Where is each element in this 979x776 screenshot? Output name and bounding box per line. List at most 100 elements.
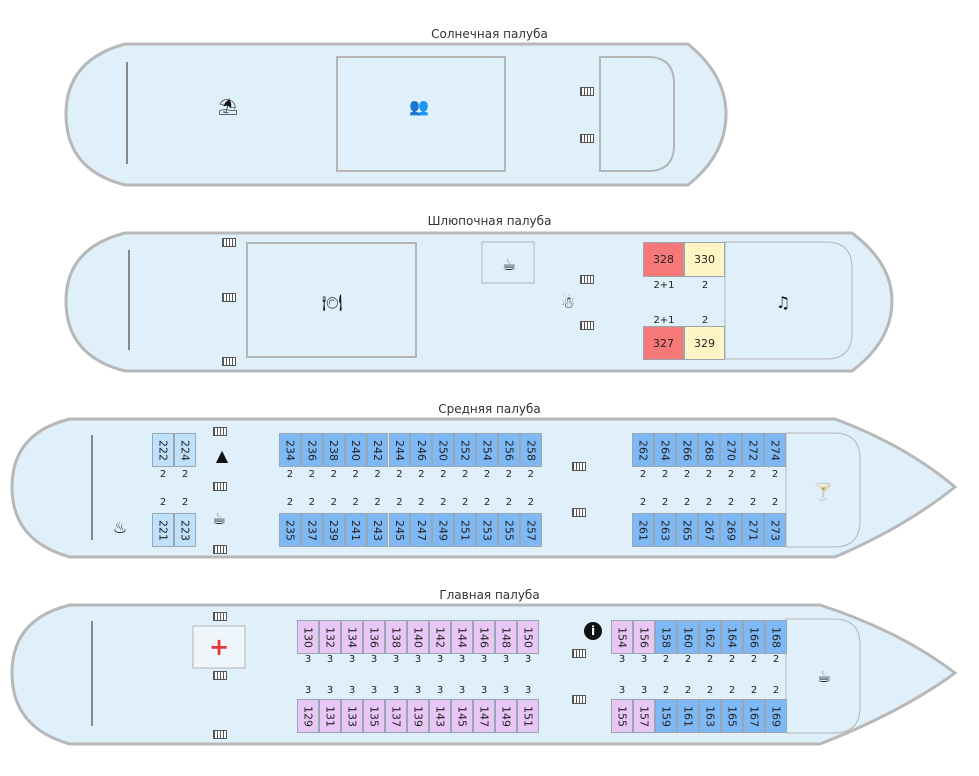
cabin-130[interactable]: 130 bbox=[297, 620, 319, 654]
cabin-capacity: 2 bbox=[159, 497, 167, 508]
cabin-capacity: 2 bbox=[308, 469, 316, 480]
cabin-246[interactable]: 246 bbox=[410, 433, 433, 467]
cabin-144[interactable]: 144 bbox=[451, 620, 473, 654]
cabin-169[interactable]: 169 bbox=[765, 699, 787, 733]
cabin-148[interactable]: 148 bbox=[495, 620, 517, 654]
cabin-252[interactable]: 252 bbox=[454, 433, 477, 467]
cabin-number: 239 bbox=[327, 519, 341, 541]
cabin-149[interactable]: 149 bbox=[495, 699, 517, 733]
cabin-223[interactable]: 223 bbox=[174, 513, 196, 547]
cabin-number: 158 bbox=[659, 626, 673, 648]
cabin-155[interactable]: 155 bbox=[611, 699, 633, 733]
medical-cross-icon: + bbox=[208, 633, 230, 661]
cabin-267[interactable]: 267 bbox=[698, 513, 720, 547]
cabin-241[interactable]: 241 bbox=[344, 513, 367, 547]
cabin-139[interactable]: 139 bbox=[407, 699, 429, 733]
cabin-254[interactable]: 254 bbox=[476, 433, 498, 467]
cabin-236[interactable]: 236 bbox=[300, 433, 323, 467]
cabin-166[interactable]: 166 bbox=[743, 620, 765, 654]
cabin-129[interactable]: 129 bbox=[297, 699, 319, 733]
cabin-132[interactable]: 132 bbox=[319, 620, 341, 654]
cabin-154[interactable]: 154 bbox=[611, 620, 633, 654]
cabin-247[interactable]: 247 bbox=[410, 513, 433, 547]
cabin-133[interactable]: 133 bbox=[341, 699, 363, 733]
cabin-234[interactable]: 234 bbox=[279, 433, 301, 467]
cabin-160[interactable]: 160 bbox=[677, 620, 699, 654]
cabin-328[interactable]: 328 bbox=[643, 242, 684, 277]
cabin-273[interactable]: 273 bbox=[764, 513, 786, 547]
cabin-329[interactable]: 329 bbox=[684, 326, 725, 360]
cabin-135[interactable]: 135 bbox=[363, 699, 385, 733]
cabin-142[interactable]: 142 bbox=[429, 620, 451, 654]
cabin-244[interactable]: 244 bbox=[388, 433, 411, 467]
cabin-249[interactable]: 249 bbox=[432, 513, 455, 547]
cabin-255[interactable]: 255 bbox=[498, 513, 520, 547]
cabin-number: 163 bbox=[703, 705, 717, 727]
cabin-258[interactable]: 258 bbox=[519, 433, 542, 467]
cabin-263[interactable]: 263 bbox=[654, 513, 676, 547]
cabin-134[interactable]: 134 bbox=[341, 620, 363, 654]
cabin-168[interactable]: 168 bbox=[765, 620, 787, 654]
cabin-140[interactable]: 140 bbox=[407, 620, 429, 654]
cabin-266[interactable]: 266 bbox=[676, 433, 698, 467]
stairs-icon bbox=[580, 321, 594, 330]
cabin-243[interactable]: 243 bbox=[366, 513, 389, 547]
cabin-capacity: 2 bbox=[159, 469, 167, 480]
cabin-capacity: 2+1 bbox=[653, 315, 675, 326]
cabin-capacity: 2 bbox=[418, 469, 425, 480]
cabin-256[interactable]: 256 bbox=[498, 433, 520, 467]
cabin-257[interactable]: 257 bbox=[519, 513, 542, 547]
cabin-162[interactable]: 162 bbox=[699, 620, 721, 654]
cabin-272[interactable]: 272 bbox=[742, 433, 764, 467]
cabin-330[interactable]: 330 bbox=[684, 242, 725, 277]
cabin-157[interactable]: 157 bbox=[633, 699, 655, 733]
cabin-146[interactable]: 146 bbox=[473, 620, 495, 654]
cabin-150[interactable]: 150 bbox=[517, 620, 539, 654]
cabin-235[interactable]: 235 bbox=[279, 513, 301, 547]
cabin-156[interactable]: 156 bbox=[633, 620, 655, 654]
info-icon[interactable]: i bbox=[584, 622, 602, 640]
cabin-159[interactable]: 159 bbox=[655, 699, 677, 733]
cabin-145[interactable]: 145 bbox=[451, 699, 473, 733]
cabin-164[interactable]: 164 bbox=[721, 620, 743, 654]
cabin-270[interactable]: 270 bbox=[720, 433, 742, 467]
cabin-245[interactable]: 245 bbox=[388, 513, 411, 547]
cabin-250[interactable]: 250 bbox=[432, 433, 455, 467]
cabin-137[interactable]: 137 bbox=[385, 699, 407, 733]
cabin-242[interactable]: 242 bbox=[366, 433, 389, 467]
cabin-151[interactable]: 151 bbox=[517, 699, 539, 733]
cabin-251[interactable]: 251 bbox=[454, 513, 477, 547]
cabin-capacity: 2 bbox=[750, 654, 758, 665]
cabin-269[interactable]: 269 bbox=[720, 513, 742, 547]
cabin-268[interactable]: 268 bbox=[698, 433, 720, 467]
cabin-131[interactable]: 131 bbox=[319, 699, 341, 733]
cabin-237[interactable]: 237 bbox=[300, 513, 323, 547]
cabin-274[interactable]: 274 bbox=[764, 433, 786, 467]
cabin-221[interactable]: 221 bbox=[152, 513, 174, 547]
cabin-327[interactable]: 327 bbox=[643, 326, 684, 360]
cabin-136[interactable]: 136 bbox=[363, 620, 385, 654]
cabin-265[interactable]: 265 bbox=[676, 513, 698, 547]
cabin-253[interactable]: 253 bbox=[476, 513, 498, 547]
cabin-number: 246 bbox=[414, 439, 428, 461]
cabin-number: 134 bbox=[345, 626, 359, 648]
cabin-261[interactable]: 261 bbox=[632, 513, 654, 547]
cabin-number: 142 bbox=[433, 626, 447, 648]
cabin-167[interactable]: 167 bbox=[743, 699, 765, 733]
cabin-158[interactable]: 158 bbox=[655, 620, 677, 654]
cabin-224[interactable]: 224 bbox=[174, 433, 196, 467]
cabin-262[interactable]: 262 bbox=[632, 433, 654, 467]
cabin-163[interactable]: 163 bbox=[699, 699, 721, 733]
cabin-147[interactable]: 147 bbox=[473, 699, 495, 733]
cabin-264[interactable]: 264 bbox=[654, 433, 676, 467]
cabin-239[interactable]: 239 bbox=[322, 513, 345, 547]
cabin-271[interactable]: 271 bbox=[742, 513, 764, 547]
cabin-165[interactable]: 165 bbox=[721, 699, 743, 733]
cabin-161[interactable]: 161 bbox=[677, 699, 699, 733]
cabin-240[interactable]: 240 bbox=[344, 433, 367, 467]
cabin-222[interactable]: 222 bbox=[152, 433, 174, 467]
cabin-138[interactable]: 138 bbox=[385, 620, 407, 654]
cabin-143[interactable]: 143 bbox=[429, 699, 451, 733]
cabin-238[interactable]: 238 bbox=[322, 433, 345, 467]
stairs-icon bbox=[572, 462, 586, 471]
